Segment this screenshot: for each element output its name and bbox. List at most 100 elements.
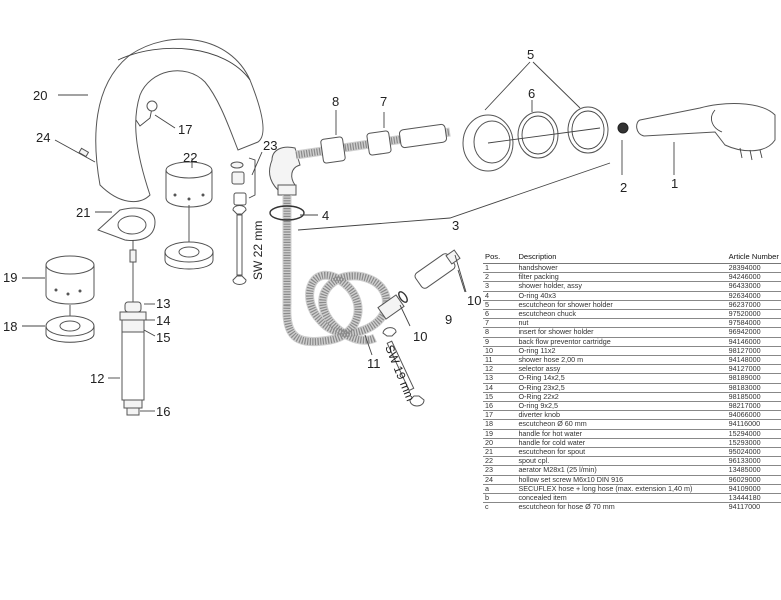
o-ring-11x2 [398, 291, 408, 303]
callout-6: 6 [528, 86, 535, 101]
row-article: 96433000 [726, 281, 781, 292]
leader-lines [22, 61, 675, 412]
row-article: 96237000 [726, 299, 781, 310]
nut [366, 130, 392, 156]
row-description: handle for hot water [516, 428, 727, 439]
handle-cold-water [165, 161, 213, 208]
parts-table-header: Pos. Description Article Number [483, 251, 781, 264]
back-flow-preventor-cartridge [414, 249, 461, 289]
row-article: 95024000 [726, 447, 781, 457]
row-description: O-ring 11x2 [516, 345, 727, 356]
callout-20: 22 [183, 150, 197, 165]
row-description: back flow preventor cartridge [516, 336, 727, 347]
header-description: Description [516, 251, 727, 264]
callout-3: 3 [452, 218, 459, 233]
callout-24: 24 [36, 130, 50, 145]
row-description: O-Ring 23x2,5 [516, 382, 727, 393]
row-pos: 8 [483, 327, 517, 338]
callout-11: 11 [367, 356, 381, 371]
row-article: 96029000 [726, 474, 781, 485]
escutcheon-60mm [45, 315, 95, 343]
callout-1: 1 [671, 176, 678, 191]
row-article: 96133000 [726, 456, 781, 466]
wrench-label-sw19: SW 19 mm [382, 343, 417, 403]
callout-14: 14 [156, 313, 170, 328]
row-pos: 18 [483, 419, 517, 430]
row-description: escutcheon Ø 60 mm [516, 419, 727, 430]
escutcheon-for-spout-hole [117, 215, 147, 235]
row-pos: 23 [483, 465, 517, 476]
callout-2: 2 [620, 180, 627, 195]
row-description: escutcheon for shower holder [516, 299, 727, 310]
row-article: 15293000 [726, 437, 781, 448]
row-description: insert for shower holder [516, 327, 727, 338]
callout-5: 5 [527, 47, 534, 62]
row-description: escutcheon chuck [516, 309, 727, 319]
spindle-top [129, 249, 137, 263]
aerator [230, 157, 256, 206]
callout-18: 18 [3, 319, 17, 334]
row-pos: 19 [483, 428, 517, 439]
row-pos: 16 [483, 401, 517, 411]
spout [95, 38, 264, 203]
row-pos: 21 [483, 447, 517, 457]
row-description: concealed item [516, 493, 727, 503]
row-pos: 17 [483, 410, 517, 420]
row-article: 94148000 [726, 355, 781, 365]
row-article: 96942000 [726, 327, 781, 338]
callout-4: 4 [322, 208, 329, 223]
callout-9: 9 [445, 312, 452, 327]
row-description: nut [516, 318, 727, 328]
header-pos: Pos. [483, 251, 517, 264]
callout-21: 21 [76, 205, 90, 220]
row-description: O-Ring 14x2,5 [516, 373, 727, 384]
row-description: escutcheon for hose Ø 70 mm [516, 502, 727, 512]
o-ring-40x3 [269, 205, 305, 221]
row-description: escutcheon for spout [516, 447, 727, 457]
row-article: 94066000 [726, 410, 781, 420]
row-pos: 15 [483, 391, 517, 402]
row-description: shower hose 2,00 m [516, 355, 727, 365]
row-pos: 20 [483, 437, 517, 448]
row-description: O-ring 9x2,5 [516, 401, 727, 411]
row-pos: 6 [483, 309, 517, 319]
callout-15: 15 [156, 330, 170, 345]
row-description: shower holder, assy [516, 281, 727, 292]
row-description: aerator M28x1 (25 l/min) [516, 465, 727, 476]
wrench-sw22-icon [232, 205, 247, 285]
row-description: diverter knob [516, 410, 727, 420]
escutcheon-chuck [517, 111, 559, 159]
filter-packing [617, 122, 629, 134]
row-pos: 1 [483, 262, 517, 273]
hose-elbow [269, 146, 301, 196]
row-article: 98183000 [726, 382, 781, 393]
row-description: spout cpl. [516, 456, 727, 466]
row-pos: b [483, 493, 517, 503]
callout-23: 23 [263, 138, 277, 153]
row-description: O-ring 40x3 [516, 290, 727, 301]
row-description: SECUFLEX hose + long hose (max. extensio… [516, 483, 727, 494]
callout-13: 13 [156, 296, 170, 311]
row-article: 94109000 [726, 483, 781, 494]
row-pos: 2 [483, 272, 517, 282]
row-article: 28394000 [726, 262, 781, 273]
row-article: 98127000 [726, 345, 781, 356]
